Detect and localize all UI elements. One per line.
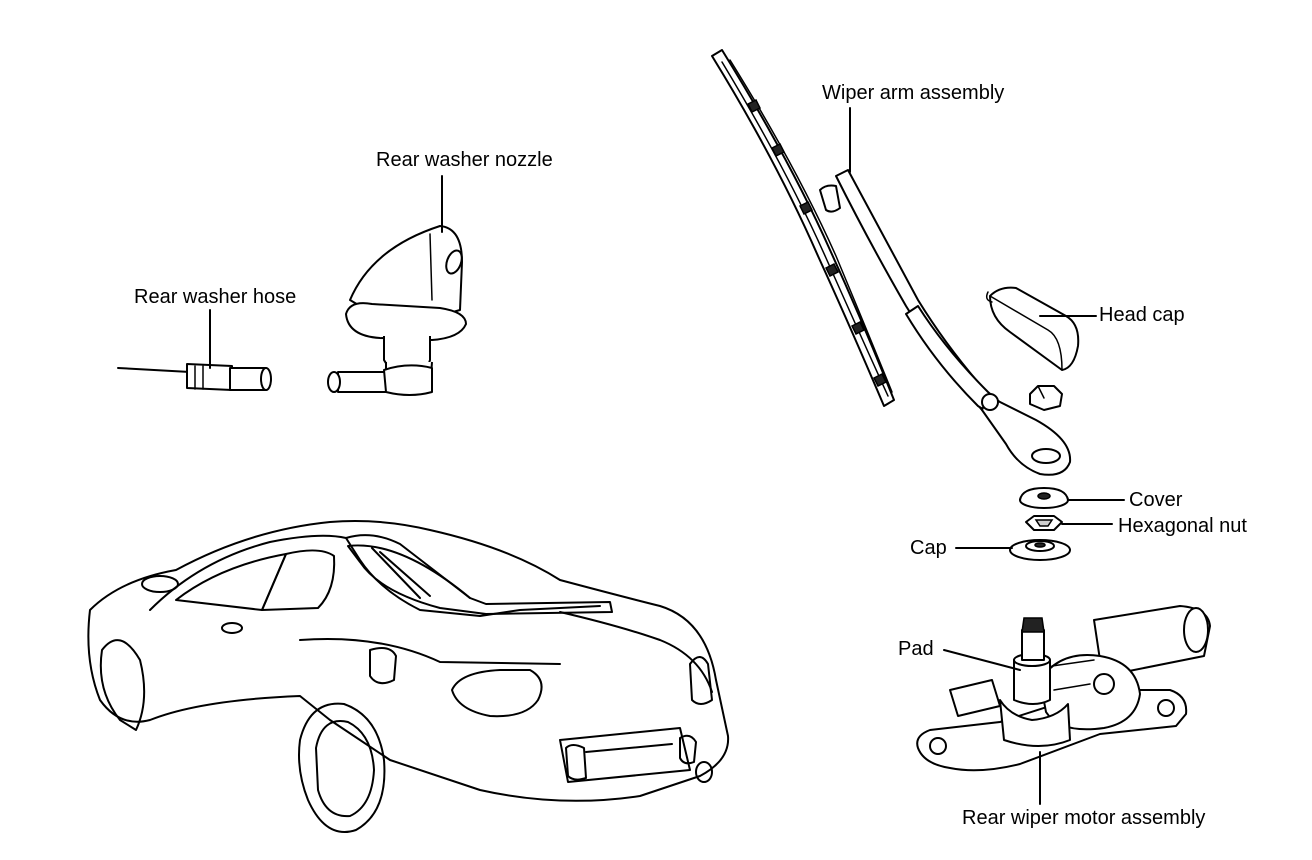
arm-nut: [1029, 385, 1063, 411]
rear-washer-nozzle: [327, 225, 467, 396]
rear-washer-hose: [117, 363, 272, 391]
head-cap: [985, 286, 1080, 371]
label-head-cap: Head cap: [1099, 304, 1185, 326]
label-wiper-arm-assembly: Wiper arm assembly: [822, 82, 1005, 104]
label-rear-wiper-motor-assembly: Rear wiper motor assembly: [962, 807, 1206, 829]
car-rear-view: [87, 520, 730, 833]
label-hexagonal-nut: Hexagonal nut: [1118, 515, 1247, 537]
leader-pad: [943, 649, 1021, 671]
cover-part: [1019, 487, 1069, 509]
cap-part: [1009, 539, 1071, 561]
label-cap: Cap: [910, 537, 947, 559]
hexagonal-nut-part: [1025, 515, 1063, 531]
wiper-blade: [711, 49, 895, 407]
label-rear-washer-hose: Rear washer hose: [134, 286, 297, 308]
rear-wiper-motor: [916, 605, 1211, 772]
leader-lines: [209, 107, 1125, 805]
label-rear-washer-nozzle: Rear washer nozzle: [376, 149, 553, 171]
label-cover: Cover: [1129, 489, 1183, 511]
wiper-arm: [835, 169, 1072, 476]
label-pad: Pad: [898, 638, 934, 660]
